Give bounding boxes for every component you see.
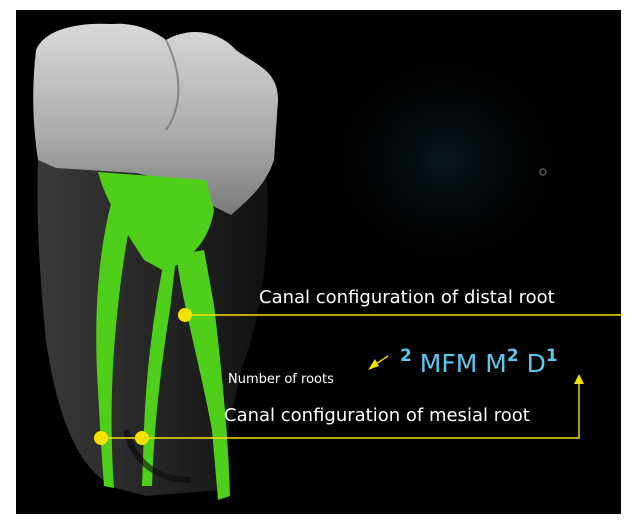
diagram-frame: Canal configuration of distal root Numbe… [16,10,621,514]
distal-root-label: Canal configuration of distal root [259,287,555,308]
tooth-illustration [16,10,621,514]
background-glow [316,40,576,280]
root-canal-formula: 2 MFM M2 D1 [400,348,558,388]
mesial-pointer-dot-left [94,431,108,445]
mesial-config: 2 [507,346,519,366]
mesial-letter: M [485,349,507,378]
roots-count: 2 [400,346,412,366]
tooth-code: MFM [420,349,478,378]
mesial-arrowhead [574,374,584,384]
distal-pointer-dot [178,308,192,322]
mesial-pointer-dot-right [135,431,149,445]
number-of-roots-label: Number of roots [228,372,334,387]
distal-letter: D [527,349,546,378]
roots-arrowhead [368,359,379,370]
distal-config: 1 [546,346,558,366]
mesial-root-label: Canal configuration of mesial root [224,405,530,426]
